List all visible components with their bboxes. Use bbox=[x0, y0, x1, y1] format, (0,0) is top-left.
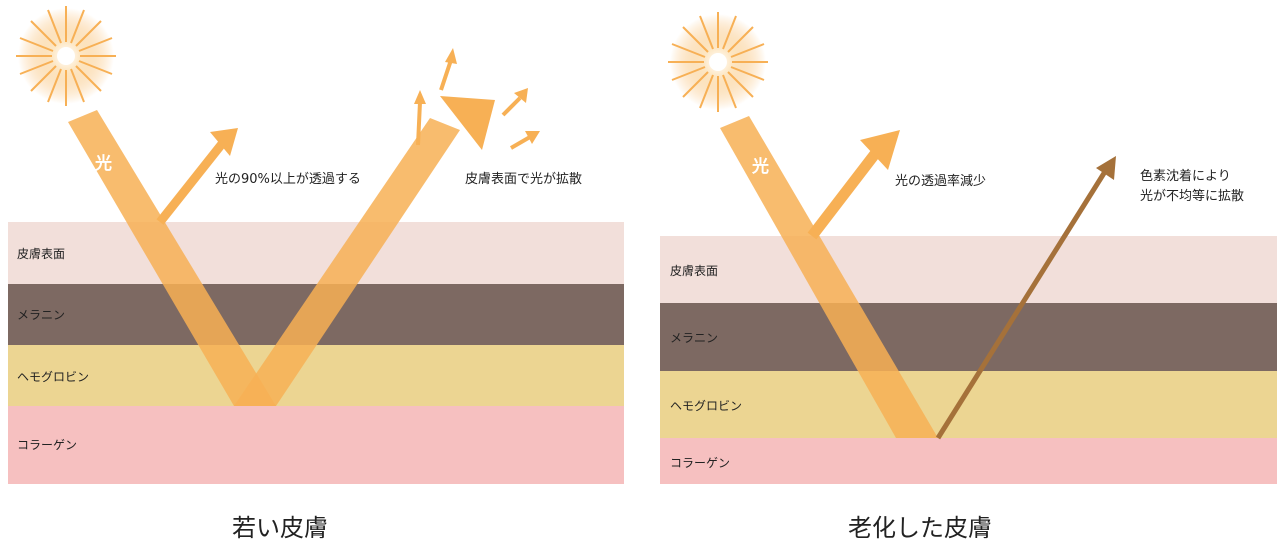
scattered-arrow bbox=[935, 168, 1109, 440]
layer-label-hemoglobin: ヘモグロビン bbox=[17, 370, 89, 384]
scattered-arrow-head bbox=[1096, 156, 1116, 180]
transmit-arrow bbox=[807, 146, 883, 240]
layer-label-collagen: コラーゲン bbox=[17, 438, 77, 452]
incoming-light-beam bbox=[720, 116, 938, 438]
caption-young-skin: 若い皮膚 bbox=[232, 514, 328, 542]
layer-hemoglobin bbox=[660, 371, 1277, 438]
transmit-arrow bbox=[156, 137, 229, 225]
layer-skin-surface bbox=[660, 236, 1277, 303]
layer-label-melanin: メラニン bbox=[670, 331, 718, 345]
sun-icon bbox=[16, 6, 116, 106]
caption-aged-skin: 老化した皮膚 bbox=[848, 514, 992, 542]
layer-label-skin-surface: 皮膚表面 bbox=[670, 263, 718, 278]
reflected-light-beam bbox=[234, 118, 460, 406]
layer-label-hemoglobin: ヘモグロビン bbox=[670, 399, 742, 413]
aged-skin-diagram: 皮膚表面 メラニン ヘモグロビン コラーゲン 光 bbox=[660, 12, 1277, 484]
scatter-arrows bbox=[414, 48, 540, 150]
transmit-arrow-head bbox=[860, 130, 900, 170]
incoming-light-beam bbox=[68, 110, 276, 406]
note-scatter-line1: 色素沈着により bbox=[1140, 168, 1231, 184]
young-skin-diagram: 皮膚表面 メラニン ヘモグロビン コラーゲン 光 bbox=[8, 6, 624, 484]
note-scatter: 皮膚表面で光が拡散 bbox=[465, 171, 582, 187]
layer-collagen bbox=[660, 438, 1277, 484]
note-transmit: 光の90%以上が透過する bbox=[215, 172, 361, 187]
layer-hemoglobin bbox=[8, 345, 624, 406]
note-scatter-line2: 光が不均等に拡散 bbox=[1140, 188, 1244, 204]
layer-label-melanin: メラニン bbox=[17, 308, 65, 322]
light-label: 光 bbox=[94, 153, 112, 174]
light-label: 光 bbox=[751, 156, 769, 177]
layer-melanin bbox=[660, 303, 1277, 371]
layer-label-skin-surface: 皮膚表面 bbox=[17, 246, 65, 261]
layer-skin-surface bbox=[8, 222, 624, 284]
layer-label-collagen: コラーゲン bbox=[670, 456, 730, 470]
note-transmit: 光の透過率減少 bbox=[895, 173, 986, 189]
sun-icon bbox=[668, 12, 768, 112]
layer-collagen bbox=[8, 406, 624, 484]
transmit-arrow-head bbox=[210, 128, 238, 156]
reflected-arrow-head bbox=[440, 96, 495, 150]
